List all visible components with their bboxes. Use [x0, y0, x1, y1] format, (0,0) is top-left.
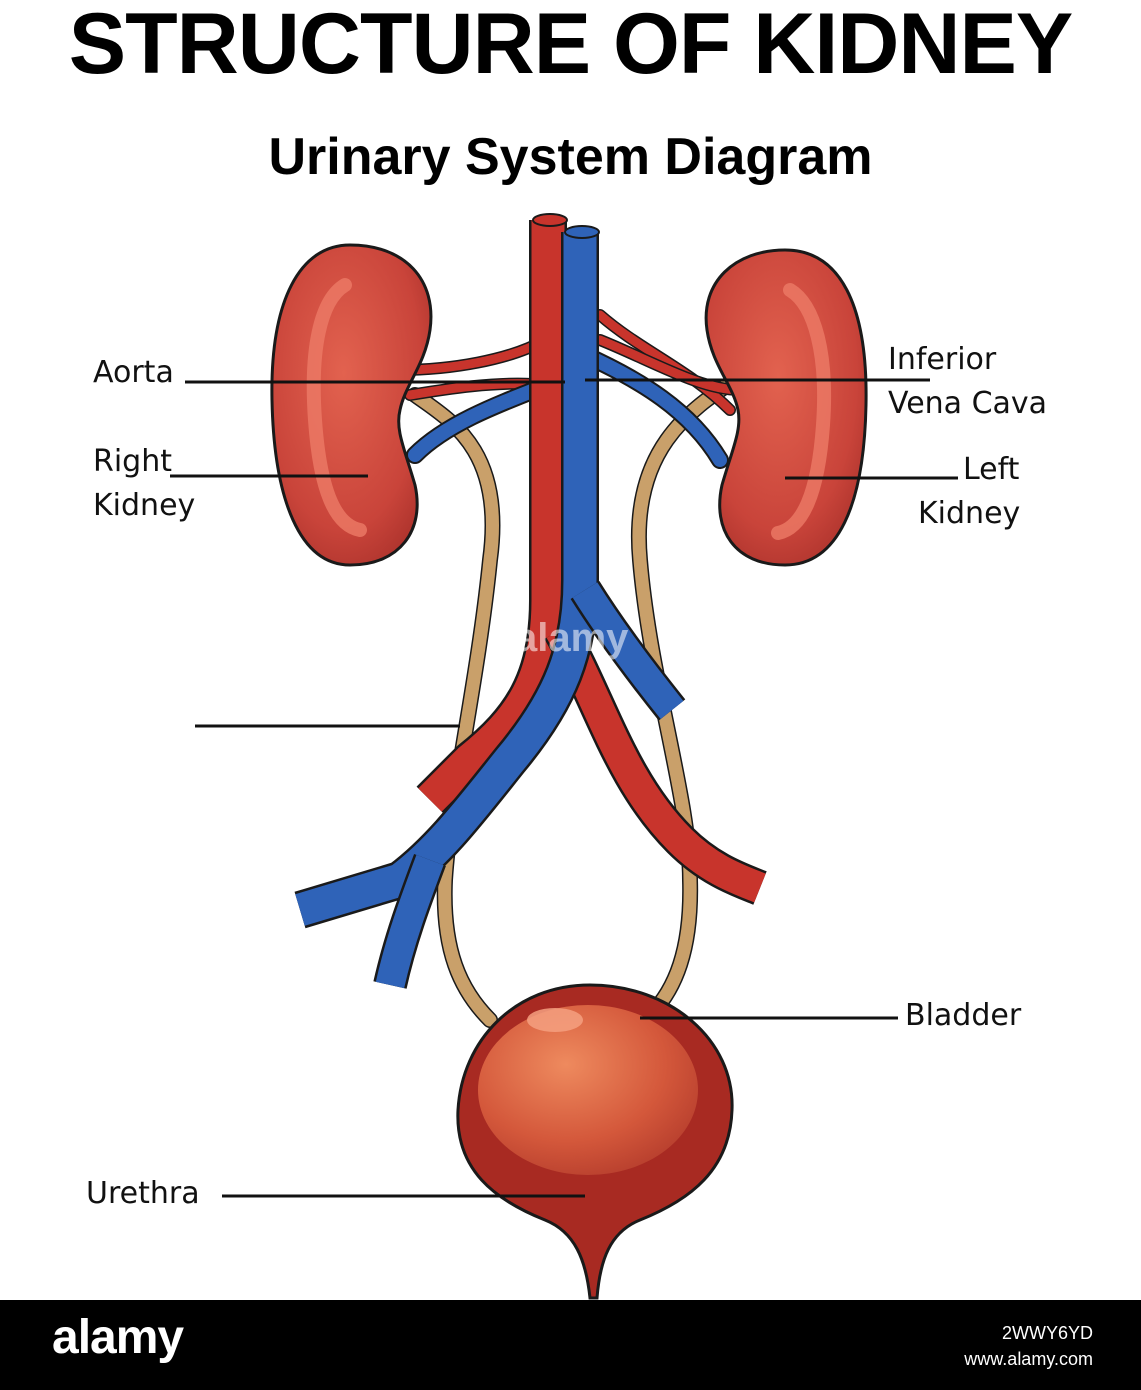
- label-left-kidney-line2: Kidney: [918, 496, 1021, 531]
- urinary-system-diagram: [170, 213, 958, 1300]
- page-title: STRUCTURE OF KIDNEY: [68, 0, 1073, 92]
- label-left-kidney-line1: Left: [963, 452, 1020, 487]
- label-inferior-line2: Vena Cava: [888, 386, 1048, 421]
- footer-bar: alamy 2WWY6YD www.alamy.com: [0, 1300, 1141, 1390]
- label-right-kidney-line2: Kidney: [93, 488, 196, 523]
- right-kidney: [270, 243, 433, 567]
- footer-image-id: 2WWY6YD www.alamy.com: [964, 1320, 1093, 1372]
- page-subtitle: Urinary System Diagram: [268, 128, 873, 186]
- bladder: [456, 983, 734, 1300]
- ureter-right: [407, 387, 501, 1028]
- inferior-vena-cava: [294, 225, 686, 989]
- label-bladder: Bladder: [905, 998, 1022, 1033]
- label-inferior-line1: Inferior: [888, 342, 997, 377]
- footer-logo: alamy: [52, 1311, 184, 1364]
- leader-lines: [170, 378, 958, 1198]
- aorta: [416, 213, 767, 905]
- image-id: 2WWY6YD: [1001, 1323, 1093, 1343]
- site-url: www.alamy.com: [964, 1349, 1093, 1369]
- label-right-kidney-line1: Right: [93, 444, 172, 479]
- left-kidney: [704, 248, 868, 567]
- watermark: alamy: [515, 616, 629, 660]
- label-aorta: Aorta: [93, 355, 174, 390]
- label-urethra: Urethra: [86, 1176, 200, 1211]
